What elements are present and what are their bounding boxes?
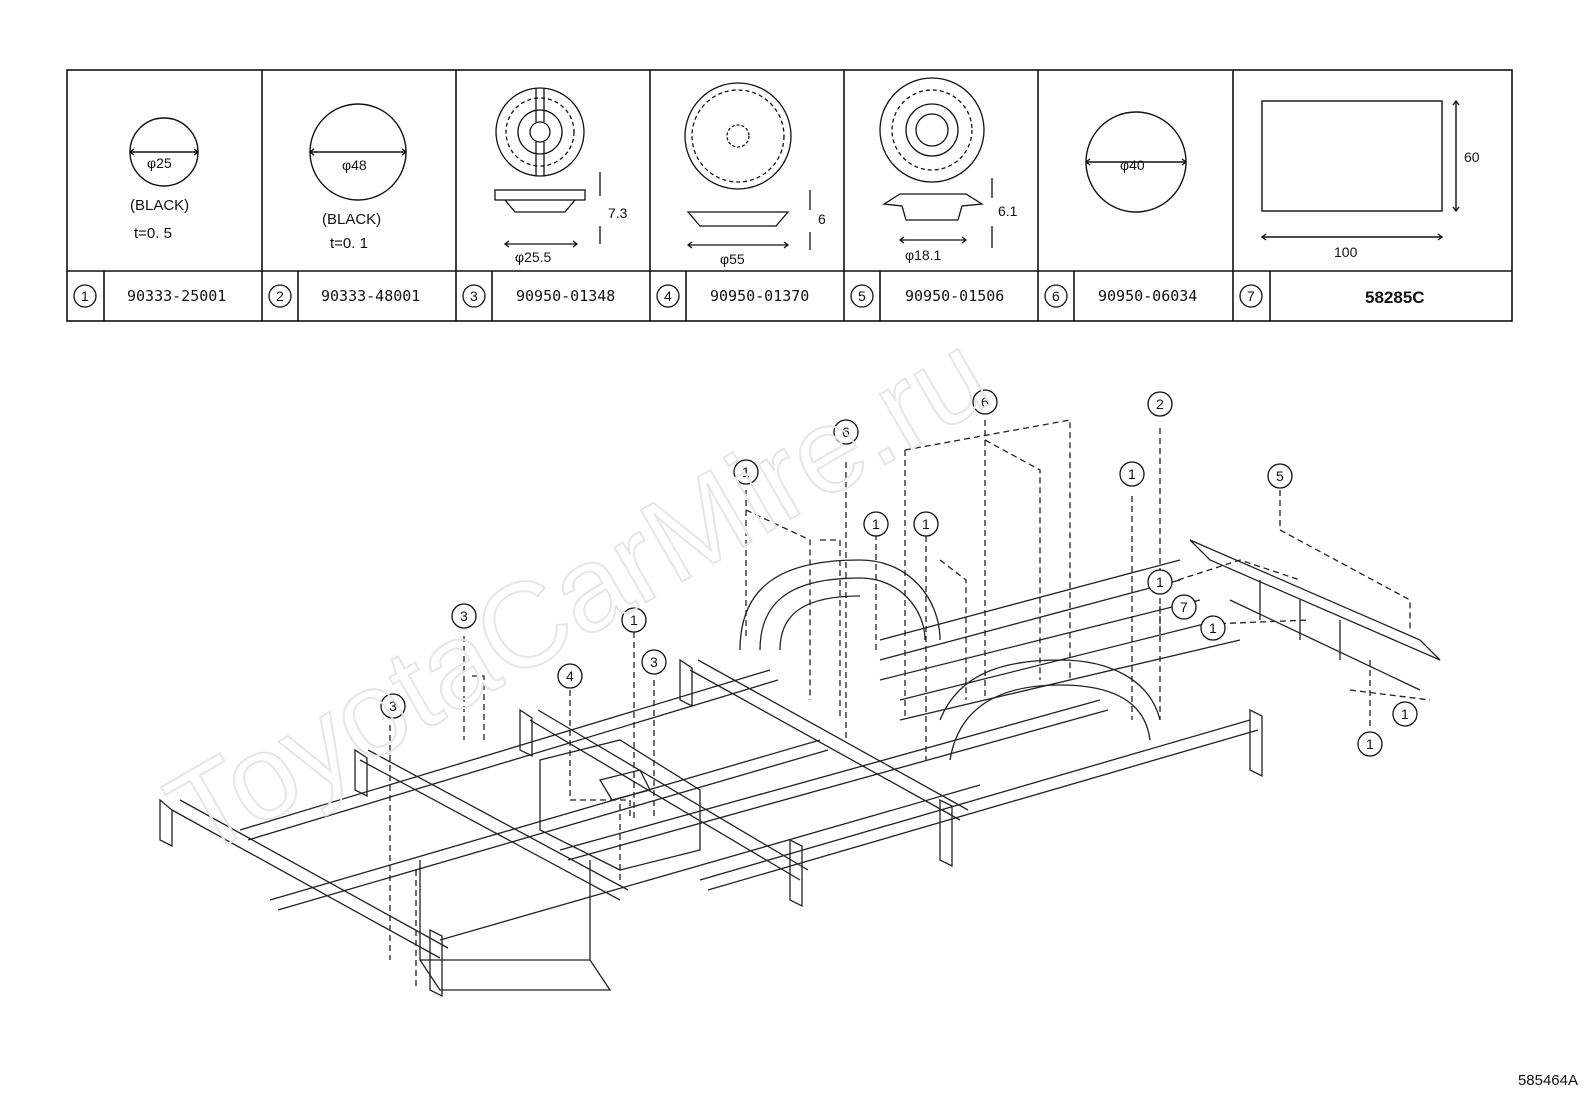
part-5-graphic: [879, 77, 993, 248]
part-4-dim-d: φ55: [720, 251, 745, 267]
callout-1h: 1: [1401, 706, 1409, 722]
underbody-drawing: [159, 539, 1441, 998]
part-7-dim-w: 100: [1334, 244, 1358, 260]
part-3-dim-h: 7.3: [608, 205, 628, 221]
callout-numbers: 3 3 4 1 3 1 6 1 1 6 2 1 1 7 1 5 1 1: [389, 394, 1409, 752]
part-4-dim-h: 6: [818, 211, 826, 227]
part-5-number: 5: [858, 288, 866, 304]
callout-1c: 1: [872, 516, 880, 532]
callout-4: 4: [566, 668, 574, 684]
part-1-thickness: t=0. 5: [134, 225, 172, 242]
callout-1b: 1: [742, 464, 750, 480]
part-4-part-number: 90950-01370: [710, 287, 809, 305]
part-5-dim-h: 6.1: [998, 203, 1018, 219]
figure-id: 585464A: [1517, 1072, 1578, 1089]
callout-3a: 3: [389, 698, 397, 714]
part-4-number: 4: [664, 288, 672, 304]
part-3-number: 3: [470, 288, 478, 304]
part-5-dim-d: φ18.1: [905, 247, 942, 263]
part-1-graphic: [128, 117, 200, 187]
callout-6a: 6: [842, 424, 850, 440]
part-7-number: 7: [1247, 288, 1255, 304]
callout-1f: 1: [1156, 574, 1164, 590]
leader-lines: [389, 419, 1431, 990]
part-1-dim: φ25: [147, 155, 172, 171]
part-6-part-number: 90950-06034: [1098, 287, 1197, 305]
part-3-graphic: [494, 87, 601, 248]
callout-7: 7: [1180, 599, 1188, 615]
part-6-graphic: [1084, 111, 1188, 213]
part-1-color: (BLACK): [130, 197, 189, 214]
part-6-dim: φ40: [1120, 157, 1145, 173]
part-2-number: 2: [276, 288, 284, 304]
callout-3c: 3: [650, 654, 658, 670]
part-2-graphic: [308, 103, 408, 201]
callout-1a: 1: [630, 612, 638, 628]
callout-1d: 1: [922, 516, 930, 532]
callouts: [380, 389, 1418, 757]
part-1-part-number: 90333-25001: [127, 287, 226, 305]
part-1-number: 1: [81, 288, 89, 304]
callout-6b: 6: [981, 394, 989, 410]
part-2-thickness: t=0. 1: [330, 235, 368, 252]
callout-2: 2: [1156, 396, 1164, 412]
part-number-row: 1 90333-25001 2 90333-48001 3 90950-0134…: [73, 284, 1425, 308]
part-7-dim-h: 60: [1464, 149, 1480, 165]
callout-1e: 1: [1128, 466, 1136, 482]
part-3-part-number: 90950-01348: [516, 287, 615, 305]
part-2-dim: φ48: [342, 157, 367, 173]
parts-table: [66, 69, 1513, 322]
part-5-part-number: 90950-01506: [905, 287, 1004, 305]
callout-1i: 1: [1366, 736, 1374, 752]
callout-5: 5: [1276, 468, 1284, 484]
part-7-graphic: [1260, 99, 1460, 241]
part-6-number: 6: [1052, 288, 1060, 304]
part-3-dim-d: φ25.5: [515, 249, 552, 265]
callout-1g: 1: [1209, 620, 1217, 636]
part-2-color: (BLACK): [322, 211, 381, 228]
part-7-part-number: 58285C: [1365, 288, 1425, 307]
callout-3b: 3: [460, 608, 468, 624]
part-4-graphic: [684, 82, 811, 250]
part-2-part-number: 90333-48001: [321, 287, 420, 305]
